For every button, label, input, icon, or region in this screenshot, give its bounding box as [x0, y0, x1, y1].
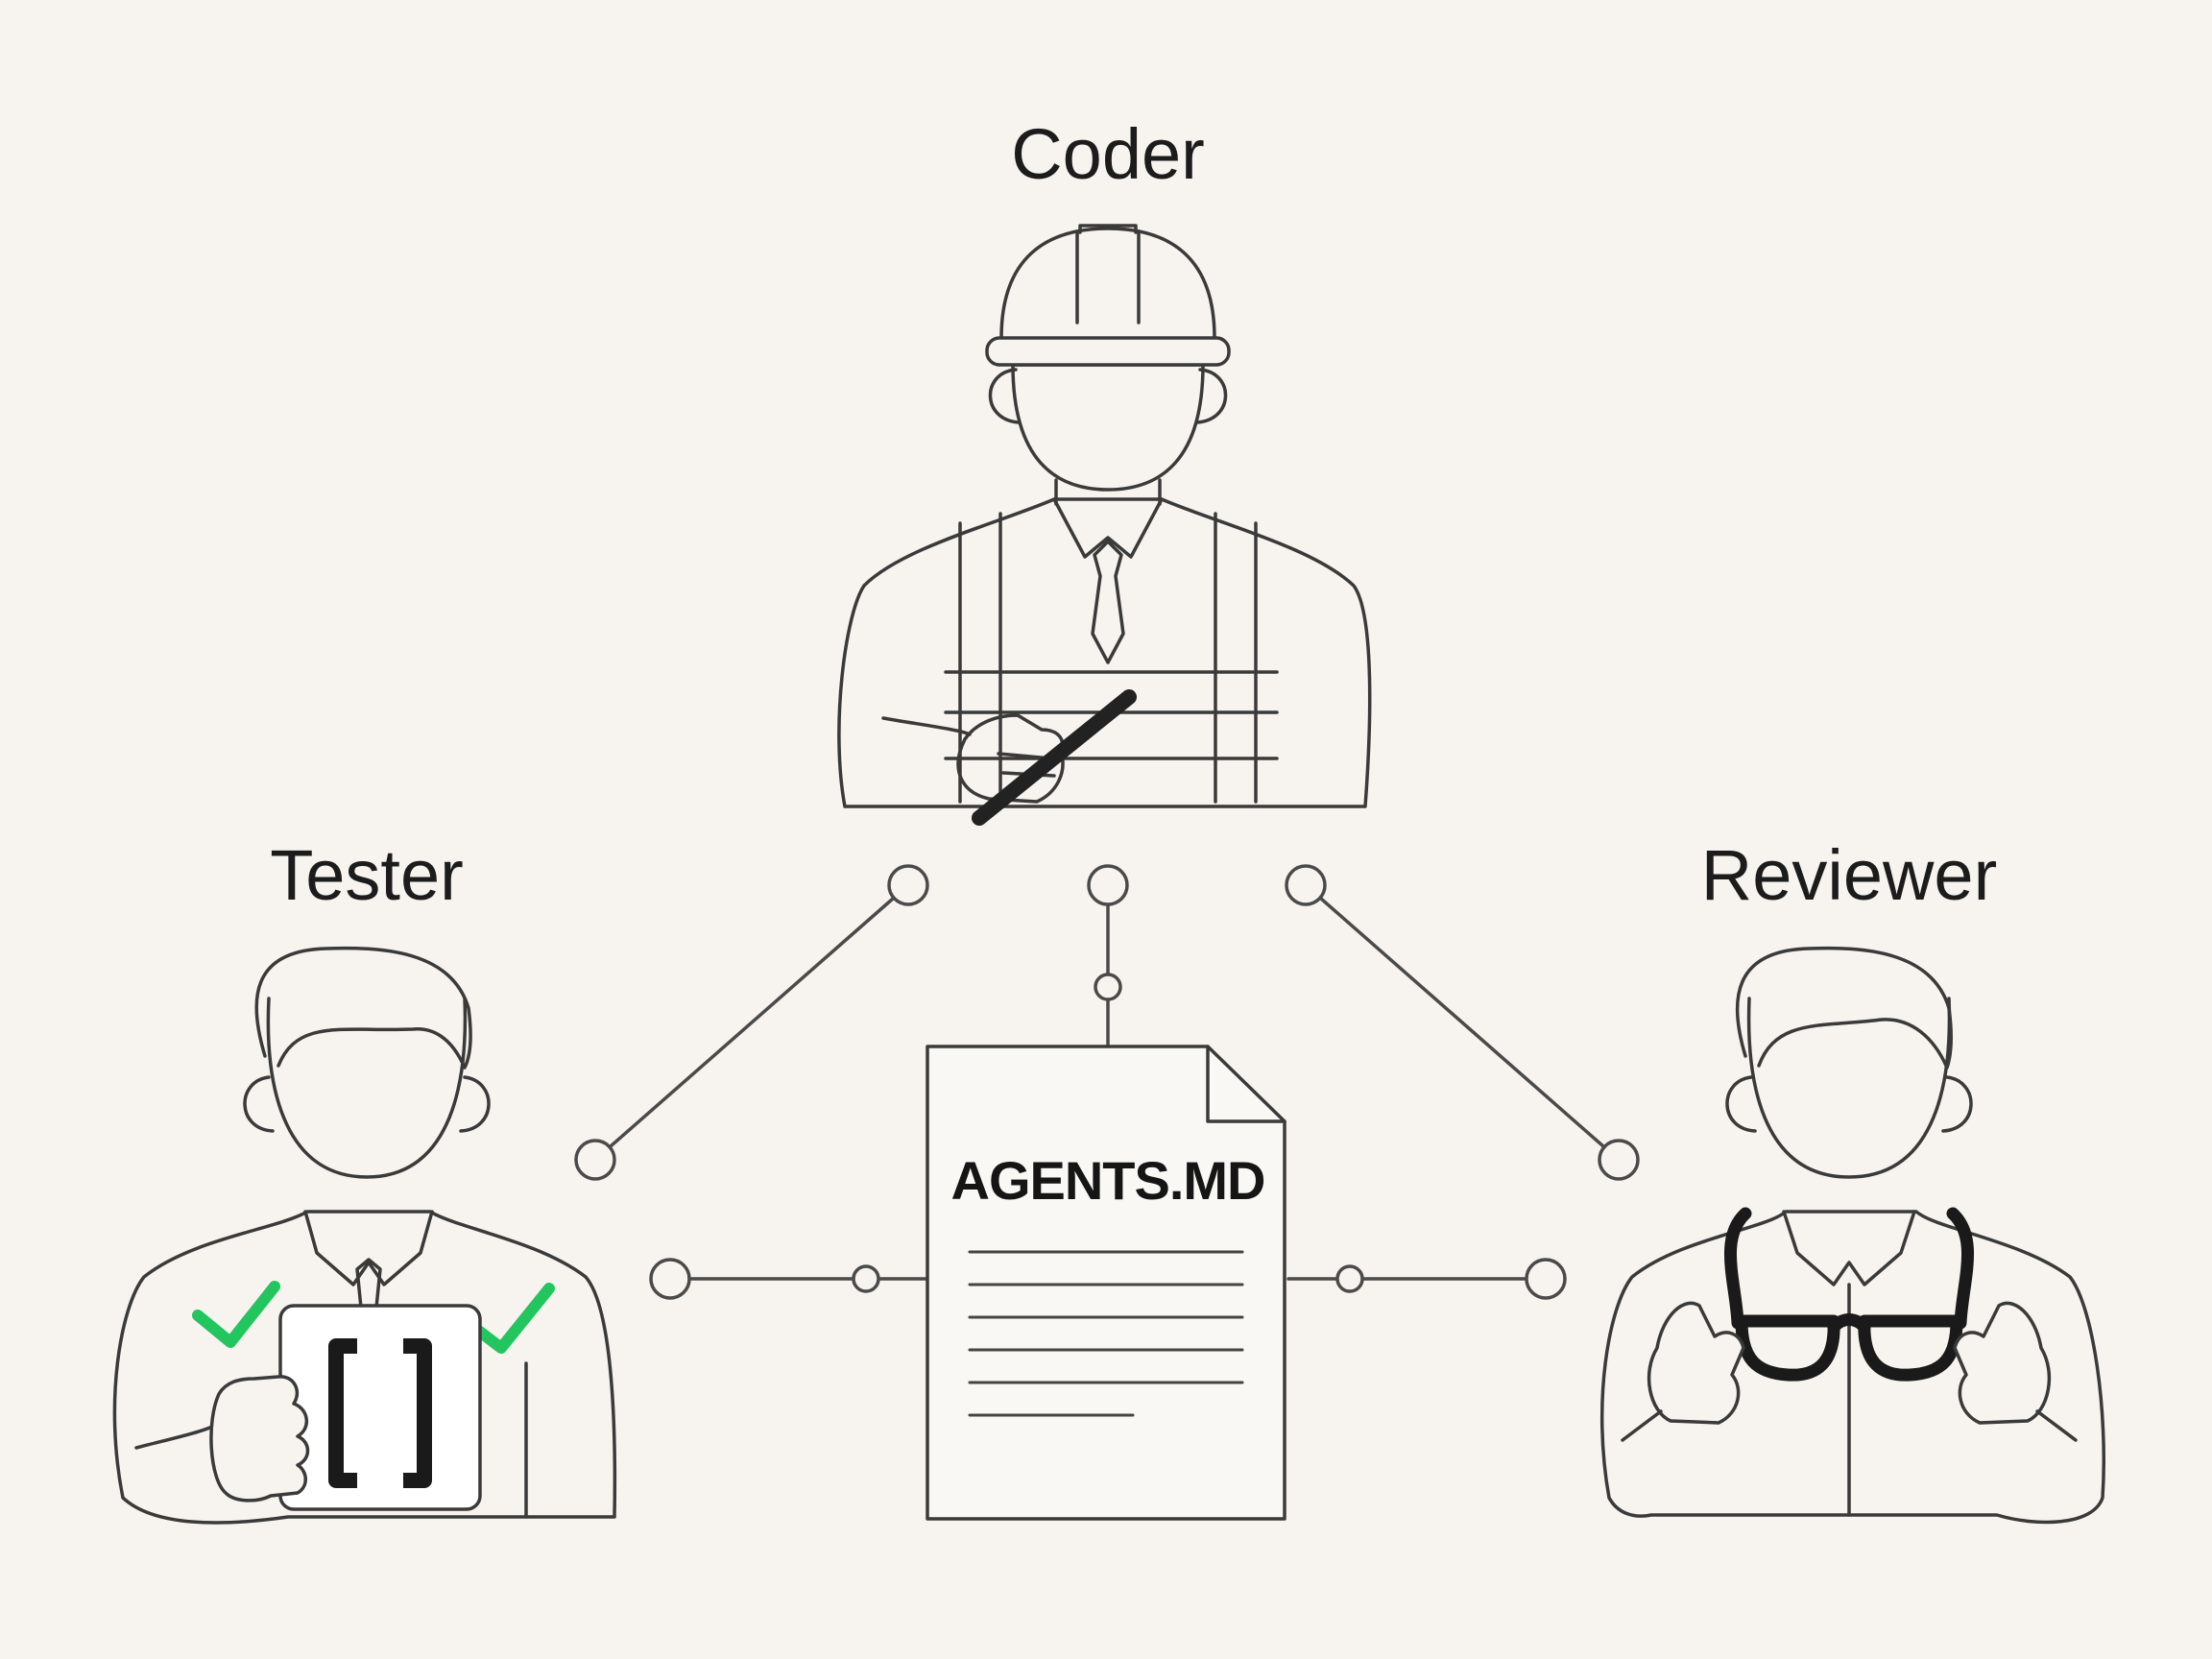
node-reviewer-side	[1525, 1258, 1567, 1300]
coder-ear-right	[1194, 368, 1228, 424]
tester-collar	[303, 1210, 434, 1286]
reviewer-figure	[1600, 946, 2105, 1525]
node-reviewer-top	[1598, 1139, 1640, 1181]
reviewer-collar	[1782, 1210, 1916, 1286]
pen-icon	[972, 689, 1137, 826]
reviewer-hand-left	[1647, 1301, 1745, 1425]
tester-ear-right	[459, 1075, 491, 1133]
coder-arm	[881, 716, 972, 736]
reviewer-torso	[1600, 1210, 2105, 1525]
code-braces-icon	[328, 1338, 432, 1488]
reviewer-head	[1746, 997, 1952, 1179]
document-title: AGENTS.MD	[950, 1150, 1266, 1211]
connectors	[574, 864, 1640, 1300]
coder-neck	[1054, 478, 1162, 506]
node-coder-left	[887, 864, 929, 906]
glasses-icon	[1723, 1207, 1975, 1382]
agents-md-document	[926, 1045, 1286, 1521]
reviewer-arms	[1621, 1409, 2078, 1442]
node-coder-right	[1285, 864, 1327, 906]
connector-coder-reviewer	[1304, 883, 1621, 1162]
tester-head	[266, 997, 468, 1179]
tester-label: Tester	[270, 835, 464, 915]
coder-ear-left	[988, 368, 1022, 424]
coder-figure	[837, 224, 1372, 826]
node-tester-side-small	[852, 1264, 880, 1293]
node-tester-side	[649, 1258, 691, 1300]
coder-label: Coder	[1011, 114, 1205, 194]
tester-ear-left	[243, 1075, 275, 1133]
document-page	[926, 1045, 1286, 1521]
reviewer-ear-left	[1725, 1075, 1757, 1133]
connector-coder-tester	[593, 883, 910, 1162]
node-doc-top	[1094, 973, 1122, 1001]
coder-tie	[1091, 540, 1125, 664]
tester-torso	[112, 1210, 617, 1525]
hard-hat-icon	[985, 224, 1231, 367]
document-text-lines	[968, 1250, 1244, 1417]
coder-collar	[1052, 497, 1164, 559]
tester-card	[278, 1304, 482, 1511]
tester-hair	[254, 946, 472, 1070]
document-fold	[1206, 1045, 1286, 1123]
node-tester-top	[574, 1139, 616, 1181]
tester-hand	[209, 1375, 310, 1503]
reviewer-ear-right	[1941, 1075, 1973, 1133]
coder-head	[1011, 363, 1205, 492]
reviewer-label: Reviewer	[1700, 835, 1998, 915]
reviewer-hair	[1735, 946, 1953, 1070]
reviewer-hand-right	[1953, 1301, 2052, 1425]
tester-tie	[355, 1258, 382, 1310]
vest-icon	[944, 512, 1279, 804]
node-coder-center	[1087, 864, 1129, 906]
tester-figure	[112, 946, 617, 1525]
node-reviewer-side-small	[1335, 1264, 1364, 1293]
